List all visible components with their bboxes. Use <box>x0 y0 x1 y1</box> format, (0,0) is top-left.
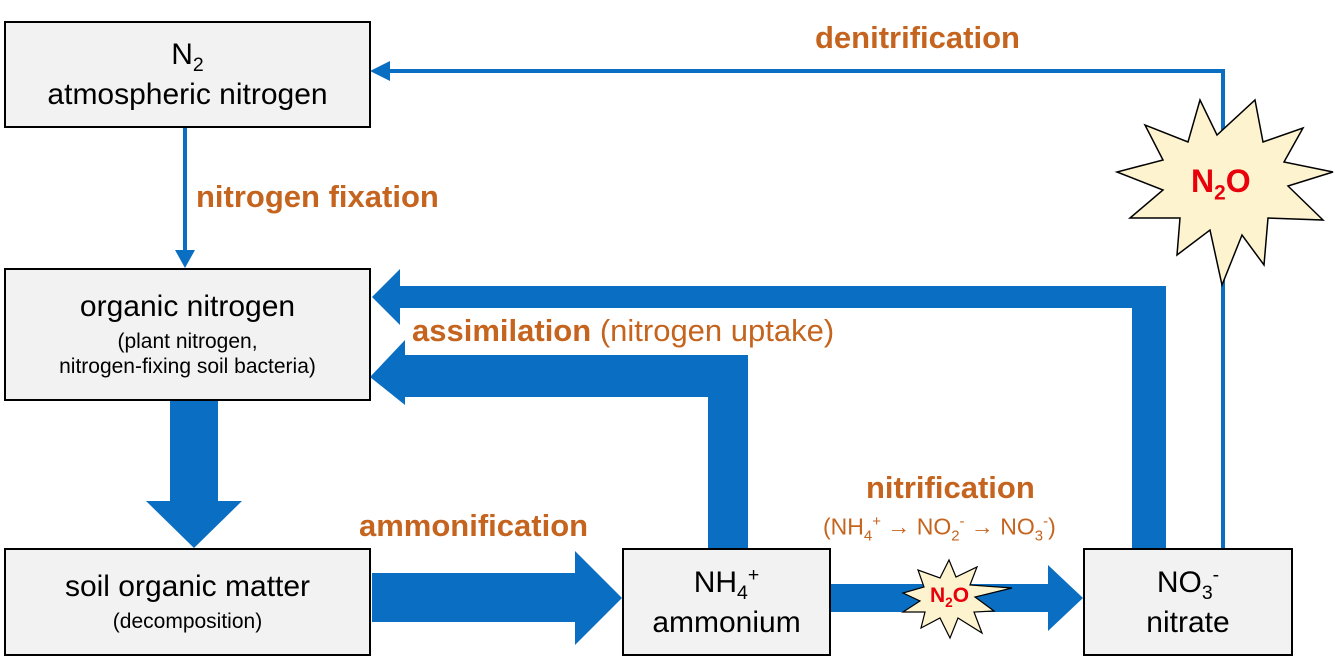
ammonification-arrow <box>372 551 622 645</box>
nitrate-formula: NO3- <box>1156 563 1220 604</box>
ammonium-box: NH4+ ammonium <box>622 548 831 656</box>
organic-detail-line1: (plant nitrogen, <box>117 330 258 354</box>
atmospheric-nitrogen-box: N2 atmospheric nitrogen <box>4 21 371 128</box>
nitrate-box: NO3- nitrate <box>1083 548 1293 656</box>
n2o-burst-small <box>900 558 1013 640</box>
atmospheric-formula: N2 <box>171 37 204 76</box>
nitrogen-uptake-label: (nitrogen uptake) <box>599 313 835 348</box>
n2o-burst-large <box>1114 97 1334 288</box>
assimilation-label: assimilation <box>412 313 592 348</box>
nitrate-name: nitrate <box>1146 605 1230 639</box>
assimilation-label-row: assimilation (nitrogen uptake) <box>412 313 834 349</box>
n2o-emission-small-label: N2O <box>930 584 970 611</box>
organic-nitrogen-box: organic nitrogen (plant nitrogen, nitrog… <box>4 268 371 401</box>
n2o-emission-large-label: N2O <box>1191 163 1251 205</box>
soil-detail: (decomposition) <box>112 610 263 634</box>
ammonium-name: ammonium <box>652 605 801 639</box>
organic-detail-line2: nitrogen-fixing soil bacteria) <box>59 355 316 379</box>
ammonium-assimilation-arrow <box>370 340 748 548</box>
nitrification-label: nitrification <box>866 470 1035 505</box>
ammonium-formula: NH4+ <box>693 563 760 604</box>
nitrification-equation: (NH+4+ → NO2- → NO3-) <box>823 513 1056 545</box>
atmospheric-name: atmospheric nitrogen <box>47 77 328 111</box>
denitrification-arrow <box>370 61 1225 548</box>
denitrification-label: denitrification <box>815 20 1020 55</box>
nitrate-assimilation-arrow <box>372 269 1166 548</box>
organic-name: organic nitrogen <box>79 290 296 324</box>
decomposition-arrow <box>146 401 242 548</box>
nitrogen-fixation-arrow <box>175 128 195 268</box>
soil-name: soil organic matter <box>64 569 311 603</box>
ammonification-label: ammonification <box>359 508 589 543</box>
nitrogen-fixation-label: nitrogen fixation <box>196 179 439 214</box>
soil-organic-matter-box: soil organic matter (decomposition) <box>4 548 371 656</box>
